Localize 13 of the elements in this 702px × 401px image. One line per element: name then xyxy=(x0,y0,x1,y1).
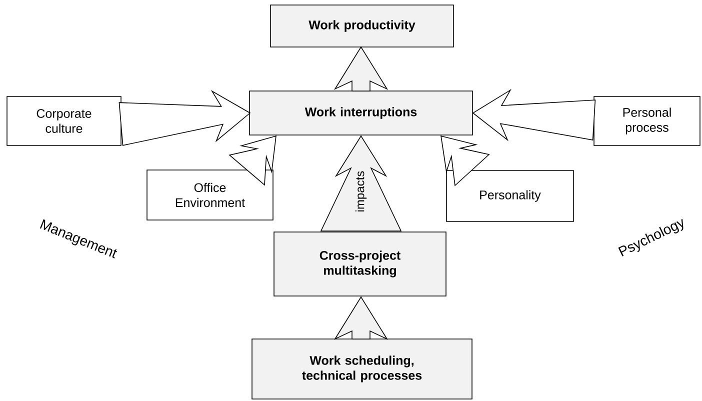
factor-box: Personal process xyxy=(594,96,700,146)
factor-box: Office Environment xyxy=(146,170,274,220)
process-box: Work interruptions xyxy=(249,90,473,136)
factor-box: Corporate culture xyxy=(6,96,122,146)
process-box: Work scheduling, technical processes xyxy=(252,338,472,400)
edge-label: impacts xyxy=(354,170,368,214)
block-arrow xyxy=(118,90,251,146)
process-box: Cross-project multitasking xyxy=(274,232,446,296)
block-arrow xyxy=(334,296,388,340)
factor-box: Personality xyxy=(446,170,574,222)
process-box: Work productivity xyxy=(270,4,454,48)
block-arrow xyxy=(472,88,596,142)
block-arrow xyxy=(334,46,388,92)
